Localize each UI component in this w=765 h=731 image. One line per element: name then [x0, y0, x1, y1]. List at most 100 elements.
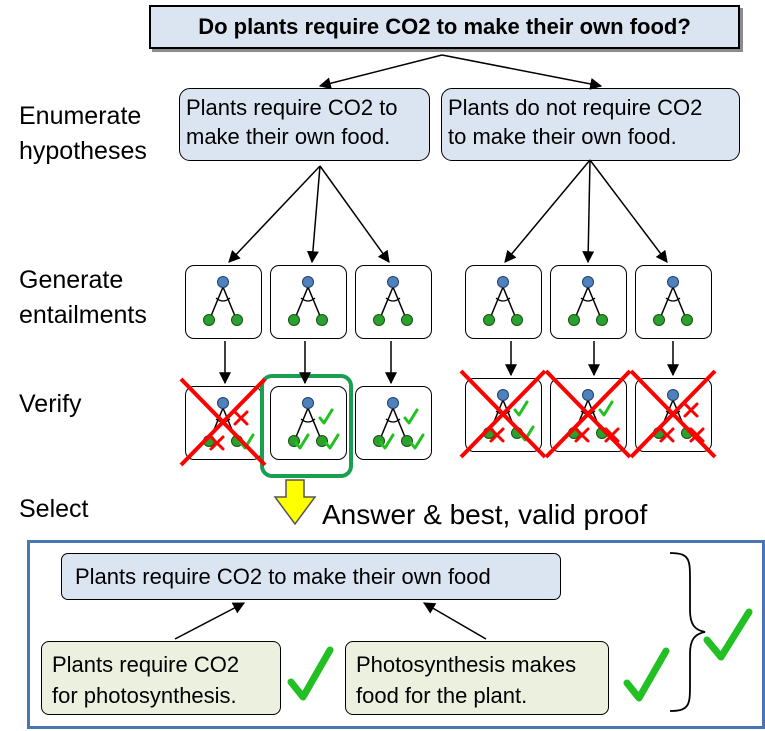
entailment-tree-2-graph-edge-left	[295, 286, 309, 317]
hypothesis-2-line1: Plants do not require CO2	[448, 95, 703, 120]
final-proof-box	[27, 540, 765, 729]
verified-tree-5-mark-2-cross-icon-b	[574, 427, 590, 443]
verified-tree-2-graph-root-node	[302, 397, 314, 409]
entailment-tree-6-graph	[653, 276, 693, 326]
rejected-stroke-b	[544, 369, 632, 459]
verified-tree-3-graph-edge-right	[392, 407, 406, 438]
entailment-tree-2-graph	[288, 276, 328, 326]
verified-tree-3-graph-root-node	[387, 397, 399, 409]
entailment-tree-1-graph-leaf-left	[203, 314, 215, 326]
connector-question-hyp2	[441, 54, 603, 90]
entailment-tree-1-graph-root-node	[217, 276, 229, 288]
verified-tree-3-mark-3-check-icon	[409, 433, 425, 450]
answer-label-text: Answer & best, valid proof	[322, 499, 648, 530]
question-box: Do plants require CO2 to make their own …	[149, 5, 740, 49]
verified-tree-3-mark-1-check-icon	[403, 408, 419, 425]
verified-tree-6-mark-3-cross-icon-b	[689, 427, 705, 443]
connector-hyp2-ent6	[589, 159, 668, 263]
proof-overall-check-icon	[703, 608, 753, 661]
verified-tree-2-mark-1-check-icon	[318, 408, 334, 425]
premise-1-line2: for photosynthesis.	[52, 683, 237, 708]
verified-tree-6-rejected-cross-icon	[629, 369, 717, 459]
entailment-tree-4-graph-root-node	[497, 276, 509, 288]
hypothesis-box-1: Plants require CO2 to make their own foo…	[179, 88, 430, 161]
hypothesis-1-line1: Plants require CO2 to	[186, 95, 398, 120]
premise-2-check-icon	[623, 647, 670, 702]
entailment-tree-5-graph-root-node	[582, 276, 594, 288]
entailment-tree-5-graph-leaf-right	[596, 314, 608, 326]
step-label-generate-text: Generate entailments	[19, 266, 147, 329]
connector-hyp1-ent2	[306, 165, 321, 264]
step-label-enumerate-text: Enumerate hypotheses	[19, 102, 147, 165]
verified-tree-4-mark-2-cross-icon	[489, 427, 505, 443]
entailment-tree-3-graph-leaf-left	[373, 314, 385, 326]
verified-tree-4-graph-root-node	[497, 389, 509, 401]
entailment-tree-1-graph-edge-right	[222, 286, 236, 317]
verified-tree-6-mark-1-cross-icon-b	[683, 402, 699, 418]
verified-tree-1-mark-1-cross-icon-b	[233, 410, 249, 426]
verified-tree-3-graph	[373, 397, 413, 447]
verified-tree-1-mark-1-cross-icon	[233, 410, 249, 426]
rejected-stroke-b	[179, 377, 267, 467]
entailment-tree-3-graph-edge-left	[380, 286, 394, 317]
premise-2-line1: Photosynthesis makes	[356, 652, 577, 677]
proof-connector-1	[174, 602, 246, 640]
premise-box-1: Plants require CO2 for photosynthesis.	[41, 641, 281, 715]
verified-tree-6-mark-1-cross-icon	[683, 402, 699, 418]
rejected-stroke-b	[629, 369, 717, 459]
verified-tree-3-mark-2-check-icon	[379, 433, 395, 450]
entailment-tree-4-graph-leaf-left	[483, 314, 495, 326]
connector-question-hyp1	[318, 54, 443, 90]
connector-hyp2-ent4	[504, 159, 591, 263]
step-label-verify: Verify	[19, 387, 82, 422]
premise-box-2: Photosynthesis makes food for the plant.	[345, 641, 609, 715]
verified-tree-6-mark-2-cross-icon-b	[659, 427, 675, 443]
proof-brace	[669, 552, 706, 712]
answer-label: Answer & best, valid proof	[322, 499, 647, 531]
entailment-tree-3-graph-leaf-right	[401, 314, 413, 326]
entailment-tree-6-graph-edge-left	[660, 286, 674, 317]
verified-tree-2-mark-2-check-icon	[294, 433, 310, 450]
entailment-tree-5-graph-leaf-left	[568, 314, 580, 326]
step-label-verify-text: Verify	[19, 390, 82, 418]
entailment-tree-6-graph-edge-right	[672, 286, 686, 317]
proof-root: Plants require CO2 to make their own foo…	[61, 553, 561, 600]
verified-tree-1-mark-3-check-icon	[239, 433, 255, 450]
entailment-tree-3-graph-root-node	[387, 276, 399, 288]
verified-tree-6-mark-3-cross-icon	[689, 427, 705, 443]
verified-tree-6-mark-2-cross-icon	[659, 427, 675, 443]
verified-tree-5-mark-1-check-icon	[598, 400, 614, 417]
verified-tree-2-graph-edge-left	[295, 407, 309, 438]
verified-tree-1-mark-2-cross-icon	[209, 435, 225, 451]
connector-hyp2-ent5	[582, 159, 595, 264]
entailment-tree-3-graph-edge-right	[392, 286, 406, 317]
verified-tree-2-mark-3-check-icon	[324, 433, 340, 450]
verified-tree-5-mark-3-cross-icon	[604, 427, 620, 443]
entailment-tree-2-graph-leaf-right	[316, 314, 328, 326]
verified-tree-1-graph-root-node	[217, 397, 229, 409]
entailment-tree-2-graph-and-arc	[300, 297, 316, 302]
entailment-tree-2-graph-edge-right	[307, 286, 321, 317]
select-arrow	[273, 479, 317, 526]
step-label-select: Select	[19, 492, 88, 527]
verified-tree-5-graph-root-node	[582, 389, 594, 401]
verified-tree-4-mark-1-check-icon	[513, 400, 529, 417]
verified-tree-3-graph-and-arc	[385, 418, 401, 423]
step-label-enumerate: Enumerate hypotheses	[19, 99, 169, 169]
entailment-tree-2-graph-root-node	[302, 276, 314, 288]
verified-tree-2-graph-edge-right	[307, 407, 321, 438]
entailment-tree-6-graph-leaf-left	[653, 314, 665, 326]
rejected-stroke-b	[459, 369, 547, 459]
entailment-tree-5-graph	[568, 276, 608, 326]
entailment-tree-3-graph-and-arc	[385, 297, 401, 302]
entailment-tree-4-graph-and-arc	[495, 297, 511, 302]
premise-1-line1: Plants require CO2	[52, 652, 240, 677]
question-text: Do plants require CO2 to make their own …	[198, 14, 691, 39]
entailment-tree-4-graph-leaf-right	[511, 314, 523, 326]
hypothesis-2-line2: to make their own food.	[448, 124, 677, 149]
connector-hyp1-ent3	[319, 165, 390, 263]
connector-hyp1-ent1	[228, 165, 321, 263]
verified-tree-1-rejected-cross-icon	[179, 377, 267, 467]
entailment-tree-4-graph-edge-left	[490, 286, 504, 317]
